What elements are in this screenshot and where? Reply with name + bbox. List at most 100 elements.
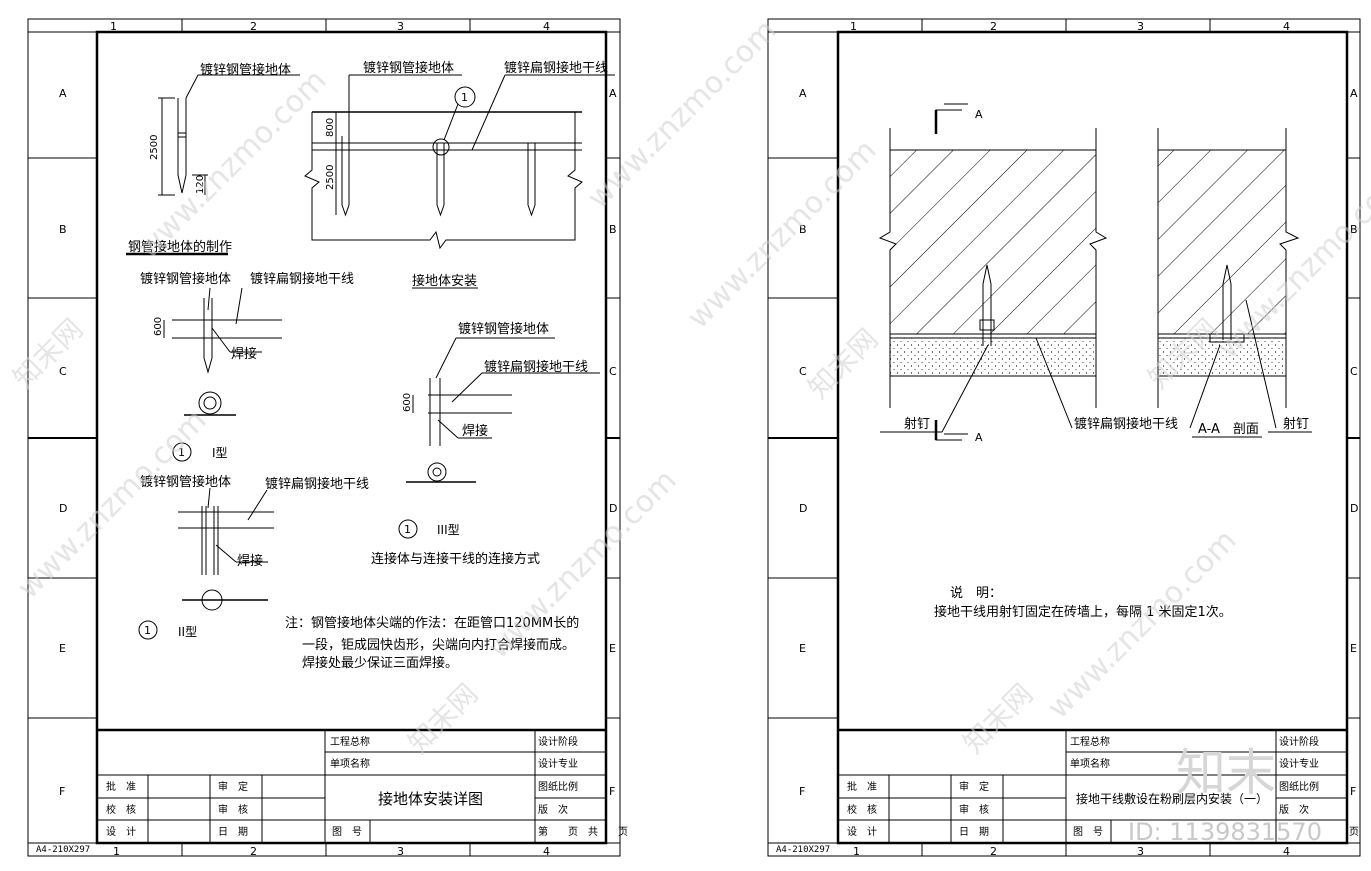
watermark-site-1: www.znzmo.com (131, 63, 334, 266)
tb1-version: 版 次 (538, 803, 568, 816)
dim-2500-a: 2500 (149, 135, 160, 160)
logo-text: 知末 (1176, 744, 1276, 802)
tb1-audit: 审 核 (218, 803, 248, 816)
tb2-approve: 批 准 (847, 780, 877, 793)
label-flat-trunk-1: 镀锌扁钢接地干线 (504, 60, 608, 76)
tb1-drawing-no: 图 号 (332, 826, 362, 838)
sheet1-col-label-4: 4 (543, 20, 550, 33)
tb1-drawing-title: 接地体安装详图 (378, 790, 483, 808)
tb2-project-total: 工程总称 (1070, 735, 1110, 748)
sheet-2-labels: 1 2 3 4 1 2 3 4 A B C D E F A B C D E F … (776, 20, 1359, 858)
circle-3-text: 1 (404, 523, 411, 536)
sheet2-row-label-c-r: C (1350, 365, 1358, 378)
watermark-brand-1: 知末网 (7, 312, 90, 395)
watermark-site-2: www.znzmo.com (581, 13, 784, 216)
label-pipe-body-4: 镀锌钢管接地体 (458, 321, 549, 337)
sheet1-row-label-a: A (59, 87, 67, 100)
sheet2-row-label-b-r: B (1350, 223, 1358, 236)
tb1-item-name: 单项名称 (330, 757, 370, 770)
sheet1-grid-lines (28, 19, 620, 856)
sheet2-row-label-b: B (799, 223, 807, 236)
sheet-1-labels: 1 2 3 4 1 2 3 4 A B C D E F A B C D E F … (36, 20, 628, 858)
pipe-electrode-figure (158, 74, 300, 196)
dim-2500-b: 2500 (325, 165, 336, 190)
note-line-3: 焊接处最少保证三面焊接。 (302, 655, 458, 671)
sheet1-col-label-1b: 1 (113, 845, 120, 858)
sheet2-row-label-f-r: F (1350, 785, 1356, 798)
label-pipe-body-5: 镀锌钢管接地体 (140, 474, 231, 490)
note-line-2: 一段，钜成园快齿形，尖端向内打合焊接而成。 (302, 637, 575, 653)
sheet1-col-label-1: 1 (110, 20, 117, 33)
tb2-drawing-no: 图 号 (1073, 826, 1103, 838)
label-weld-3: 焊接 (237, 553, 263, 569)
label-weld-2: 焊接 (462, 423, 488, 439)
type-1-text: I型 (212, 446, 228, 460)
sheet2-col-label-4: 4 (1283, 20, 1290, 33)
sheet2-grid-lines (768, 19, 1360, 856)
caption-install: 接地体安装 (412, 273, 477, 289)
label-nail-2: 射钉 (1283, 416, 1309, 432)
sheet2-size-label: A4-210X297 (776, 845, 830, 855)
label-flat-trunk-2: 镀锌扁钢接地干线 (250, 271, 354, 287)
note-text: 接地干线用射钉固定在砖墙上，每隔 1 米固定1次。 (934, 604, 1232, 620)
sheet1-row-label-b: B (59, 223, 67, 236)
sheet2-row-label-e: E (799, 642, 806, 655)
tb1-design-major: 设计专业 (538, 757, 578, 770)
sheet2-title-block (838, 728, 1347, 843)
sheet2-col-label-2b: 2 (990, 845, 997, 858)
dim-600-a: 600 (153, 317, 164, 336)
section-caption: A-A 剖面 (1198, 422, 1259, 437)
type-iii-connection (398, 337, 600, 539)
label-flat-trunk-3: 镀锌扁钢接地干线 (484, 359, 588, 375)
sheet1-row-label-c: C (59, 365, 67, 378)
sheet1-col-label-2: 2 (250, 20, 257, 33)
sheet1-row-label-e-r: E (609, 642, 616, 655)
wall-elevation (878, 103, 1108, 441)
note-line-1: 注：钢管接地体尖端的作法：在距管口120MM长的 (285, 615, 579, 631)
sheet1-title-block (97, 728, 606, 843)
sheet1-row-label-e: E (59, 642, 66, 655)
tb2-scale: 图纸比例 (1279, 780, 1319, 793)
tb1-design: 设 计 (106, 825, 136, 838)
sheet1-col-label-3: 3 (397, 20, 404, 33)
tb2-date: 日 期 (959, 826, 989, 838)
sheet1-row-label-c-r: C (609, 365, 617, 378)
section-a-a (1157, 128, 1312, 438)
tb2-design-stage: 设计阶段 (1279, 735, 1319, 748)
circle-1-text: 1 (461, 91, 468, 104)
sheet2-col-label-2: 2 (990, 20, 997, 33)
watermark-layer: www.znzmo.com www.znzmo.com www.znzmo.co… (7, 13, 1371, 760)
dim-120: 120 (195, 175, 206, 194)
type-3-text: III型 (437, 523, 460, 537)
sheet1-col-label-4b: 4 (543, 845, 550, 858)
tb1-project-total: 工程总称 (330, 735, 370, 748)
tb1-scale: 图纸比例 (538, 780, 578, 793)
note-title: 说 明： (950, 586, 1002, 601)
sheet2-col-label-3b: 3 (1137, 845, 1144, 858)
section-mark-a-bottom: A (975, 431, 983, 444)
type-ii-connection (138, 487, 274, 640)
sheet1-row-label-d: D (59, 502, 67, 515)
brand-logo-watermark: 知末 ID: 1139831570 (1128, 744, 1322, 846)
tb2-design-major: 设计专业 (1279, 757, 1319, 770)
sheet1-col-label-2b: 2 (250, 845, 257, 858)
sheet2-col-label-1: 1 (850, 20, 857, 33)
sheet1-row-label-d-r: D (609, 502, 617, 515)
label-flat-trunk: 镀锌扁钢接地干线 (1074, 416, 1178, 432)
circle-4-text: 1 (144, 624, 151, 637)
circle-2-text: 1 (178, 446, 185, 459)
sheet2-row-label-d: D (799, 502, 807, 515)
watermark-brand-2: 知末网 (802, 322, 885, 405)
watermark-site-4: www.znzmo.com (11, 403, 214, 606)
label-nail-1: 射钉 (904, 416, 930, 432)
label-pipe-body-2: 镀锌钢管接地体 (363, 60, 454, 76)
watermark-brand-4: 知末网 (402, 677, 485, 760)
sheet2-row-label-a: A (799, 87, 807, 100)
sheet1-row-label-f-r: F (609, 785, 615, 798)
sheet2-row-label-f: F (799, 785, 805, 798)
type-i-connection (163, 287, 282, 462)
sheet2-row-label-d-r: D (1350, 502, 1358, 515)
tb1-design-stage: 设计阶段 (538, 735, 578, 748)
watermark-brand-5: 知末网 (957, 677, 1040, 760)
